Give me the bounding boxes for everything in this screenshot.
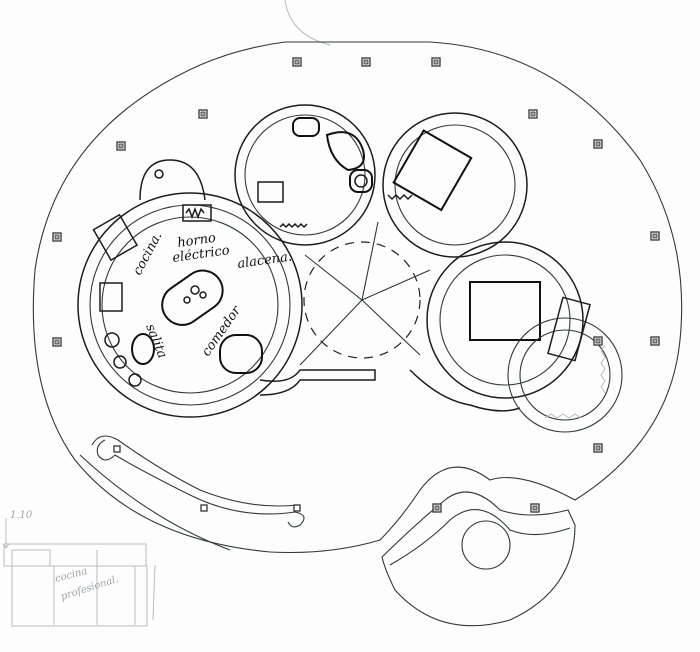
bedroom2-curved-wall	[409, 369, 521, 412]
garden-path-scroll	[96, 439, 305, 528]
spiral-stair-sketch	[544, 344, 606, 419]
bathtub	[325, 131, 365, 172]
heater-zigzag	[279, 222, 308, 229]
column-markers	[52, 57, 660, 513]
bedroom2-outer-wall	[426, 241, 584, 399]
burner	[199, 291, 207, 299]
oven-unit	[182, 204, 212, 222]
plant	[104, 332, 120, 348]
kitchen-outer-wall	[77, 192, 303, 418]
oven-heater-icon	[185, 206, 205, 220]
dimension-label: 1.10	[10, 510, 33, 521]
label-oven-line1: horno	[176, 231, 216, 251]
patio-fountain	[461, 520, 511, 570]
stove	[92, 213, 139, 262]
label-dining: comedor	[199, 303, 245, 359]
kitchen-hood	[139, 159, 206, 201]
plant	[113, 355, 127, 369]
sink-basin	[354, 174, 368, 188]
fridge	[99, 282, 123, 312]
kitchen-counter-ring	[101, 216, 279, 394]
corridor-left	[259, 369, 376, 396]
sink	[349, 169, 373, 193]
bed-2	[469, 281, 541, 341]
lounge-table	[131, 333, 155, 365]
central-rotunda	[303, 241, 421, 359]
stair-inner	[519, 329, 611, 421]
bath-outer-wall	[234, 104, 376, 246]
bed-1	[392, 129, 473, 212]
toilet	[292, 117, 320, 137]
bedroom1-outer-wall	[382, 112, 528, 258]
garden-path-scroll-outer	[91, 435, 299, 507]
vent	[154, 169, 164, 179]
bedroom1-inner-wall	[394, 124, 516, 246]
plant	[128, 373, 142, 387]
bath-inner-wall	[244, 114, 366, 236]
roof-star	[299, 221, 431, 366]
label-pantry: alacena.	[236, 249, 292, 271]
shower	[257, 181, 284, 203]
patio-outline	[381, 491, 576, 627]
heater-zigzag	[387, 193, 413, 201]
garden-curve	[79, 454, 231, 551]
kitchen-island	[161, 269, 224, 326]
patio-inner-path	[389, 509, 571, 566]
sketch-caption-line1: cocina	[54, 566, 89, 585]
bedroom2-inner-wall	[439, 254, 571, 386]
stair-outer	[507, 317, 623, 433]
site-boundary	[32, 41, 683, 554]
burner	[190, 285, 200, 295]
wardrobe	[547, 296, 591, 362]
cabinet-sketch: 1.10 cocina profesional.	[2, 510, 156, 627]
burner	[183, 296, 191, 304]
pencil-arc	[284, 0, 331, 46]
label-lounge: salita	[142, 322, 169, 361]
label-kitchen: cocina.	[130, 230, 165, 278]
dining-table	[219, 334, 263, 374]
